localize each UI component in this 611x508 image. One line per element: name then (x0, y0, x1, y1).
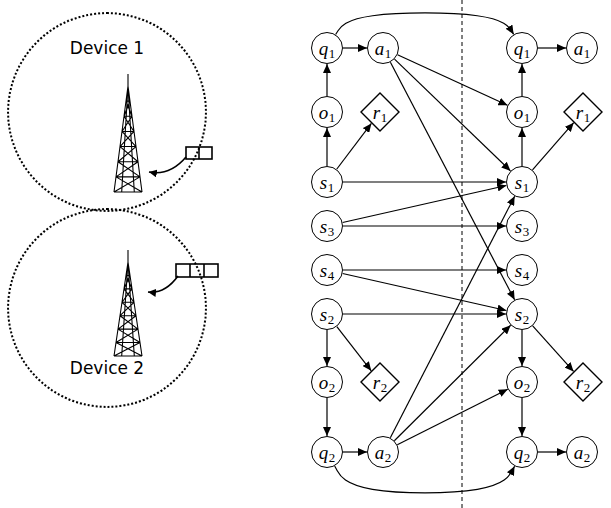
dependency-arrow (533, 123, 574, 170)
dependency-arrow (521, 64, 522, 96)
variable-circle: q1 (311, 32, 343, 64)
variable-label: q1 (514, 39, 530, 58)
variable-circle: a2 (367, 436, 399, 468)
variable-label: a2 (574, 443, 590, 462)
dependency-arrow (326, 330, 327, 366)
variable-circle: o1 (506, 96, 538, 128)
variable-label: a1 (574, 39, 590, 58)
variable-circle: q2 (311, 436, 343, 468)
variable-label: o2 (319, 373, 335, 392)
variable-circle: a1 (566, 32, 598, 64)
variable-circle: s4 (506, 254, 538, 286)
dependency-arrow (390, 196, 514, 438)
variable-label: r1 (373, 103, 387, 122)
tower-symbols (114, 74, 142, 356)
variable-label: s2 (320, 305, 334, 324)
device-label: Device 1 (9, 38, 205, 58)
device-coverage-circle: Device 2 (7, 208, 207, 408)
dependency-arrow (343, 274, 507, 311)
variable-circle: s2 (506, 298, 538, 330)
dependency-arrow (538, 451, 566, 452)
variable-circle: q1 (506, 32, 538, 64)
variable-circle: a1 (367, 32, 399, 64)
variable-circle: s4 (311, 254, 343, 286)
dependency-arrow (336, 13, 514, 35)
variable-label: o1 (514, 103, 530, 122)
device-coverage-circle: Device 1 (7, 12, 207, 212)
reward-diamond: r1 (360, 92, 400, 132)
dependency-arrow (326, 398, 327, 436)
variable-label: s3 (515, 217, 529, 236)
variable-label: o2 (514, 373, 530, 392)
variable-circle: s1 (311, 166, 343, 198)
dependency-arrow (533, 326, 574, 372)
variable-circle: s2 (311, 298, 343, 330)
variable-label: o1 (319, 103, 335, 122)
variable-circle: q2 (506, 436, 538, 468)
dependency-arrow (521, 398, 522, 436)
dependency-arrow (326, 128, 327, 166)
dependency-arrow (343, 47, 367, 48)
tower-symbol (114, 250, 142, 356)
dependency-arrow (343, 313, 506, 314)
variable-label: a1 (375, 39, 391, 58)
dependency-arrow (326, 64, 327, 96)
variable-circle: s3 (506, 210, 538, 242)
dependency-arrow (521, 128, 522, 166)
variable-circle: o2 (311, 366, 343, 398)
variable-label: r2 (373, 373, 387, 392)
reward-diamond: r2 (360, 362, 400, 402)
dependency-arrow (394, 325, 510, 440)
variable-label: s3 (320, 217, 334, 236)
variable-label: q2 (319, 443, 335, 462)
variable-circle: o2 (506, 366, 538, 398)
dependency-arrow (521, 330, 522, 366)
dependency-arrow (390, 62, 514, 300)
queue-symbol (148, 264, 218, 292)
dependency-arrow (343, 186, 507, 223)
dependency-arrow (395, 59, 511, 171)
variable-label: s4 (515, 261, 529, 280)
dependency-arrow (343, 451, 367, 452)
variable-label: a2 (375, 443, 391, 462)
dependency-arrow (343, 181, 506, 182)
dependency-arrow (343, 269, 506, 270)
dependency-arrow (343, 225, 506, 226)
dependency-arrow (335, 466, 515, 493)
variable-circle: o1 (311, 96, 343, 128)
variable-label: s1 (515, 173, 529, 192)
dependency-arrow (538, 47, 566, 48)
variable-label: q1 (319, 39, 335, 58)
tower-symbol (114, 74, 142, 192)
time-slice-divider (462, 0, 463, 508)
variable-circle: a2 (566, 436, 598, 468)
variable-circle: s1 (506, 166, 538, 198)
dependency-arrow (337, 123, 372, 169)
variable-label: r1 (576, 103, 590, 122)
dependency-arrow (397, 389, 507, 445)
reward-diamond: r2 (563, 362, 603, 402)
variable-label: s1 (320, 173, 334, 192)
variable-label: s2 (515, 305, 529, 324)
queue-symbol (149, 147, 212, 173)
dependency-arrow (398, 55, 508, 106)
variable-label: s4 (320, 261, 334, 280)
device-label: Device 2 (9, 358, 205, 378)
variable-label: q2 (514, 443, 530, 462)
dependency-arrow (337, 327, 371, 371)
variable-circle: s3 (311, 210, 343, 242)
variable-label: r2 (576, 373, 590, 392)
reward-diamond: r1 (563, 92, 603, 132)
